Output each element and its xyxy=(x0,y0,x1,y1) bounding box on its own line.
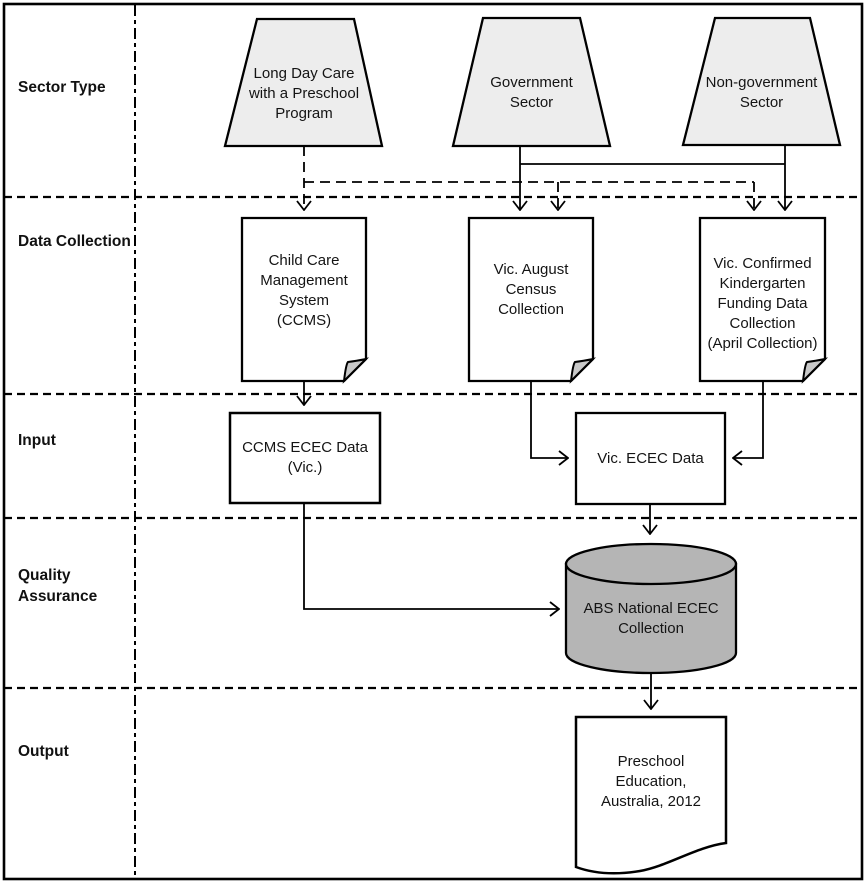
trapezoid-non-government xyxy=(681,16,842,147)
document-vic-august-fold xyxy=(569,357,597,384)
rect-vic-ecec-data xyxy=(574,411,727,506)
document-ccms-fold xyxy=(342,357,370,384)
rect-ccms-ecec-data xyxy=(228,411,382,505)
document-vic-august xyxy=(467,216,595,383)
trapezoid-government xyxy=(451,16,612,148)
document-output xyxy=(574,715,728,875)
row-label-sector-type: Sector Type xyxy=(18,79,106,96)
solid-connectors xyxy=(304,145,785,708)
document-vic-confirmed-fold xyxy=(801,357,829,384)
arrow-ccmsdata-to-abs xyxy=(303,503,558,609)
row-label-output: Output xyxy=(18,743,69,760)
dashed-connectors xyxy=(304,146,754,209)
document-vic-confirmed xyxy=(698,216,827,383)
row-separators xyxy=(4,195,862,690)
row-label-quality-assurance: Quality Assurance xyxy=(18,567,98,605)
cylinder-abs-top xyxy=(564,542,738,586)
cylinder-abs-body xyxy=(564,562,738,675)
trapezoid-long-day-care xyxy=(223,17,384,148)
document-shapes xyxy=(240,216,829,384)
row-label-input: Input xyxy=(18,432,56,449)
document-ccms xyxy=(240,216,368,383)
arrow-census-to-vicdata xyxy=(530,381,567,458)
row-label-data-collection: Data Collection xyxy=(18,233,131,250)
arrow-funding-to-vicdata xyxy=(734,381,764,458)
